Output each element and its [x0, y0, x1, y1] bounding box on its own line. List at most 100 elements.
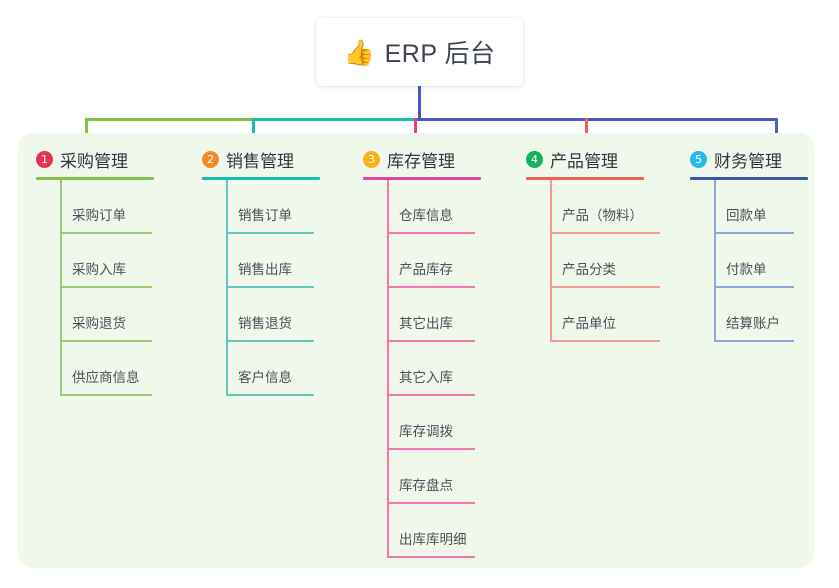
leaf-rail: [60, 342, 62, 396]
leaf-label: 产品单位: [562, 316, 616, 331]
leaf-label: 出库库明细: [399, 532, 467, 547]
leaf-rail: [226, 234, 228, 288]
branch-rule-inventory: [363, 177, 481, 180]
leaf-underline: [60, 340, 152, 342]
leaf-rail: [550, 180, 552, 234]
branch-header-sales[interactable]: 2 销售管理: [202, 133, 362, 177]
leaf-underline: [550, 340, 660, 342]
leaf-label: 供应商信息: [72, 370, 140, 385]
leaf-label: 客户信息: [238, 370, 292, 385]
leaf-item[interactable]: 采购订单: [60, 180, 196, 234]
leaf-label: 结算账户: [726, 316, 780, 331]
leaf-rail: [714, 234, 716, 288]
leaf-list-product: 产品（物料） 产品分类产品单位: [526, 180, 686, 342]
leaf-underline: [226, 394, 314, 396]
leaf-underline: [226, 232, 314, 234]
branch-column-finance: 5 财务管理 回款单付款单结算账户: [690, 133, 839, 342]
branch-badge-2: 2: [202, 150, 219, 168]
branch-header-finance[interactable]: 5 财务管理: [690, 133, 839, 177]
leaf-list-inventory: 仓库信息产品库存其它出库其它入库库存调拨库存盘点出库库明细: [363, 180, 523, 558]
leaf-rail: [714, 288, 716, 342]
branch-column-sales: 2 销售管理 销售订单销售出库销售退货客户信息: [202, 133, 362, 396]
branch-badge-4: 4: [526, 150, 543, 168]
branch-column-inventory: 3 库存管理 仓库信息产品库存其它出库其它入库库存调拨库存盘点出库库明细: [363, 133, 523, 558]
leaf-item[interactable]: 销售订单: [226, 180, 362, 234]
leaf-item[interactable]: 销售退货: [226, 288, 362, 342]
leaf-rail: [226, 180, 228, 234]
leaf-item[interactable]: 采购退货: [60, 288, 196, 342]
leaf-underline: [387, 502, 475, 504]
branch-rule-purchasing: [36, 177, 154, 180]
leaf-label: 仓库信息: [399, 208, 453, 223]
leaf-item[interactable]: 产品单位: [550, 288, 686, 342]
leaf-rail: [387, 234, 389, 288]
leaf-item[interactable]: 销售出库: [226, 234, 362, 288]
bus-segment-2: [252, 118, 414, 121]
branch-badge-3: 3: [363, 150, 380, 168]
leaf-item[interactable]: 库存盘点: [387, 450, 523, 504]
leaf-underline: [226, 286, 314, 288]
root-node-card[interactable]: 👍 ERP 后台: [316, 18, 523, 86]
leaf-underline: [60, 394, 152, 396]
leaf-label: 采购订单: [72, 208, 126, 223]
leaf-underline: [226, 340, 314, 342]
branch-rule-sales: [202, 177, 320, 180]
leaf-item[interactable]: 付款单: [714, 234, 839, 288]
leaf-underline: [714, 286, 794, 288]
branch-header-inventory[interactable]: 3 库存管理: [363, 133, 523, 177]
content-panel: [18, 133, 814, 568]
leaf-rail: [714, 180, 716, 234]
branch-badge-5: 5: [690, 150, 707, 168]
leaf-label: 其它出库: [399, 316, 453, 331]
leaf-item[interactable]: 产品（物料）: [550, 180, 686, 234]
leaf-item[interactable]: 其它出库: [387, 288, 523, 342]
leaf-item[interactable]: 客户信息: [226, 342, 362, 396]
leaf-item[interactable]: 其它入库: [387, 342, 523, 396]
leaf-label: 销售出库: [238, 262, 292, 277]
leaf-item[interactable]: 供应商信息: [60, 342, 196, 396]
root-stem: [418, 86, 421, 121]
leaf-underline: [387, 232, 475, 234]
leaf-rail: [387, 450, 389, 504]
leaf-underline: [387, 340, 475, 342]
leaf-underline: [387, 286, 475, 288]
leaf-rail: [60, 288, 62, 342]
leaf-underline: [714, 340, 794, 342]
branch-rule-product: [526, 177, 644, 180]
leaf-underline: [387, 394, 475, 396]
leaf-rail: [387, 288, 389, 342]
leaf-underline: [60, 232, 152, 234]
leaf-label: 产品库存: [399, 262, 453, 277]
branch-column-product: 4 产品管理 产品（物料） 产品分类产品单位: [526, 133, 686, 342]
leaf-rail: [226, 342, 228, 396]
branch-badge-1: 1: [36, 150, 53, 168]
leaf-label: 付款单: [726, 262, 767, 277]
leaf-rail: [387, 180, 389, 234]
branch-columns: 1 采购管理 采购订单采购入库采购退货供应商信息 2 销售管理 销售订单销售出库…: [18, 133, 814, 568]
thumbs-up-icon: 👍: [343, 38, 375, 67]
leaf-underline: [60, 286, 152, 288]
leaf-underline: [714, 232, 794, 234]
branch-title-sales: 销售管理: [226, 151, 294, 171]
leaf-item[interactable]: 回款单: [714, 180, 839, 234]
leaf-item[interactable]: 产品分类: [550, 234, 686, 288]
branch-rule-finance: [690, 177, 808, 180]
leaf-list-sales: 销售订单销售出库销售退货客户信息: [202, 180, 362, 396]
leaf-item[interactable]: 产品库存: [387, 234, 523, 288]
branch-header-purchasing[interactable]: 1 采购管理: [36, 133, 196, 177]
bus-segment-3: [414, 118, 775, 121]
leaf-item[interactable]: 结算账户: [714, 288, 839, 342]
leaf-list-finance: 回款单付款单结算账户: [690, 180, 839, 342]
branch-title-finance: 财务管理: [714, 151, 782, 171]
root-node-title: ERP 后台: [384, 40, 496, 68]
branch-title-product: 产品管理: [550, 151, 618, 171]
leaf-label: 产品分类: [562, 262, 616, 277]
leaf-item[interactable]: 出库库明细: [387, 504, 523, 558]
leaf-label: 销售订单: [238, 208, 292, 223]
branch-header-product[interactable]: 4 产品管理: [526, 133, 686, 177]
leaf-item[interactable]: 仓库信息: [387, 180, 523, 234]
leaf-label: 采购入库: [72, 262, 126, 277]
leaf-item[interactable]: 采购入库: [60, 234, 196, 288]
leaf-item[interactable]: 库存调拨: [387, 396, 523, 450]
branch-column-purchasing: 1 采购管理 采购订单采购入库采购退货供应商信息: [36, 133, 196, 396]
